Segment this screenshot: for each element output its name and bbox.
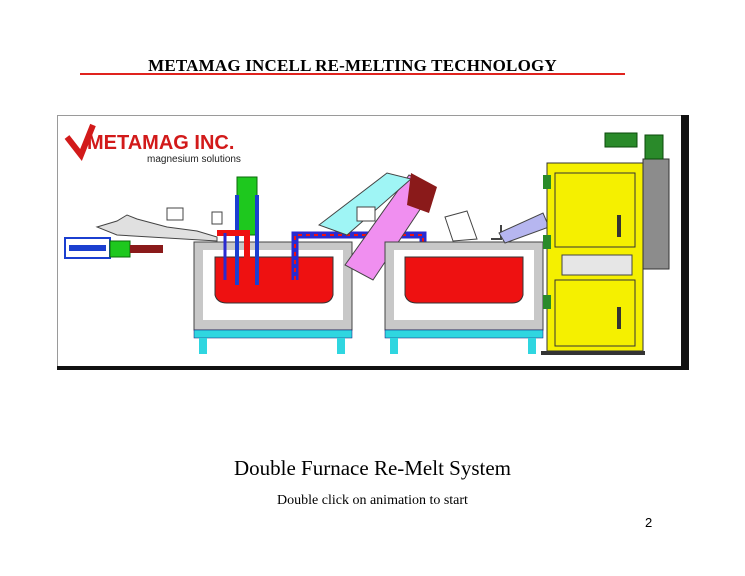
diagram-shadow-bottom bbox=[57, 366, 689, 370]
diagram-shadow-right bbox=[681, 115, 689, 370]
logo-brand: METAMAG INC. bbox=[87, 132, 234, 154]
furnace-1 bbox=[193, 176, 353, 354]
logo-swoosh-icon bbox=[64, 123, 96, 161]
casting-machine bbox=[541, 132, 670, 355]
metamag-logo: METAMAG INC. magnesium solutions bbox=[64, 123, 241, 165]
inclined-conveyor bbox=[317, 172, 437, 281]
title-underline bbox=[80, 73, 625, 75]
slide-title: METAMAG INCELL RE-MELTING TECHNOLOGY bbox=[148, 56, 557, 75]
ingot-loader bbox=[64, 207, 223, 259]
page-number: 2 bbox=[645, 515, 653, 530]
furnace-2 bbox=[384, 210, 550, 354]
logo-tagline: magnesium solutions bbox=[147, 154, 241, 165]
figure-caption: Double Furnace Re-Melt System bbox=[233, 456, 512, 480]
remelt-system-diagram[interactable]: METAMAG INC. magnesium solutions bbox=[57, 115, 689, 370]
animation-instruction: Double click on animation to start bbox=[277, 493, 468, 508]
